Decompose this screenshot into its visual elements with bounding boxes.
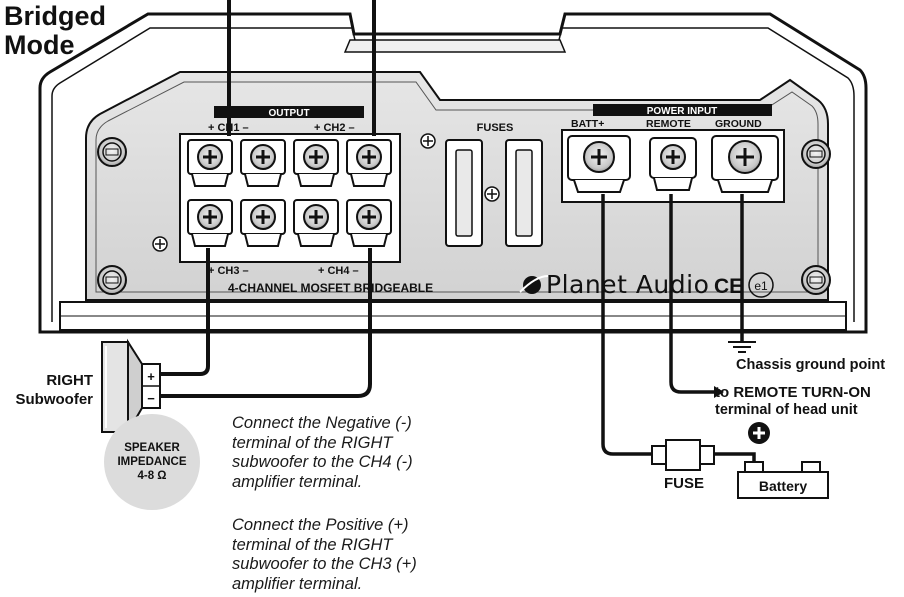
fuse-holders: FUSES (445, 122, 543, 247)
mode-title-line2: Mode (4, 30, 75, 60)
impedance-line2: IMPEDANCE (117, 456, 186, 468)
screw-icon (97, 137, 127, 167)
remote-turn-on-label: to REMOTE TURN-ON (715, 384, 871, 401)
speaker-terminal (293, 199, 339, 247)
impedance-badge: SPEAKER IMPEDANCE 4-8 Ω (104, 414, 200, 510)
speaker-terminal (346, 199, 392, 247)
speaker-minus: − (147, 391, 155, 406)
negative-connection-note: Connect the Negative (-) terminal of the… (232, 414, 413, 491)
speaker-plus: + (147, 369, 155, 384)
ground-terminal (711, 135, 779, 193)
batt-label: BATT+ (571, 118, 604, 130)
screw-icon (801, 139, 831, 169)
e-mark-circle (748, 272, 774, 298)
model-text: 4-CHANNEL MOSFET BRIDGEABLE (228, 281, 433, 295)
speaker-terminal (240, 199, 286, 247)
crosshair-screw-icon (420, 133, 436, 149)
brand-name: Planet Audio (546, 270, 709, 299)
fuse-slot (445, 139, 483, 247)
battery-label: Battery (759, 478, 807, 494)
brand-area: Planet Audio CE e1 (519, 270, 774, 299)
power-wires (601, 194, 756, 462)
head-unit-label: terminal of head unit (715, 402, 858, 418)
chassis-ground-label: Chassis ground point (736, 357, 885, 373)
impedance-line1: SPEAKER (124, 442, 180, 454)
screw-icon (801, 265, 831, 295)
battery-positive-icon (748, 422, 770, 444)
wire-battery-positive (601, 194, 652, 456)
positive-connection-note: Connect the Positive (+) terminal of the… (232, 516, 417, 593)
wire-remote (669, 194, 714, 394)
speaker-wires (150, 0, 376, 398)
inline-fuse (651, 439, 715, 471)
screw-icon (97, 265, 127, 295)
output-header: OUTPUT (268, 108, 309, 119)
remote-terminal (649, 137, 697, 191)
ground-symbol-icon (728, 341, 756, 353)
subwoofer-label-line1: RIGHT (46, 372, 93, 389)
output-header-bar (214, 106, 364, 118)
battery: Battery (737, 461, 829, 499)
power-input-block: POWER INPUT BATT+ REMOTE GROUND (561, 104, 785, 203)
speaker-terminal (187, 199, 233, 247)
crosshair-screw-icon (484, 186, 500, 202)
ch3-label: + CH3 – (208, 265, 249, 277)
power-input-header: POWER INPUT (647, 106, 718, 117)
output-terminal-block: OUTPUT + CH1 – + CH2 – + CH3 – + CH4 – 4… (179, 106, 433, 295)
speaker-terminal (293, 139, 339, 187)
subwoofer-label-line2: Subwoofer (16, 391, 94, 408)
wire-positive (150, 248, 210, 376)
speaker-terminal (240, 139, 286, 187)
speaker-terminal (187, 139, 233, 187)
wire-fuse-to-battery (712, 452, 756, 462)
impedance-line3: 4-8 Ω (137, 470, 166, 482)
mode-title-line1: Bridged (4, 1, 106, 31)
fuse-label: FUSE (664, 475, 704, 492)
batt-terminal (567, 135, 631, 193)
e-mark: e1 (754, 279, 768, 293)
crosshair-screw-icon (152, 236, 168, 252)
remote-arrow-icon (714, 386, 724, 398)
ch2-label: + CH2 – (314, 122, 355, 134)
planet-logo-icon (519, 275, 549, 294)
fuse-slot (505, 139, 543, 247)
speaker-terminal (346, 139, 392, 187)
ce-mark: CE (714, 275, 743, 298)
wire-negative (150, 248, 372, 398)
ch4-label: + CH4 – (318, 265, 359, 277)
remote-label: REMOTE (646, 118, 691, 130)
fuses-label: FUSES (477, 122, 514, 134)
mounting-screws (97, 133, 831, 295)
ground-label: GROUND (715, 118, 762, 130)
